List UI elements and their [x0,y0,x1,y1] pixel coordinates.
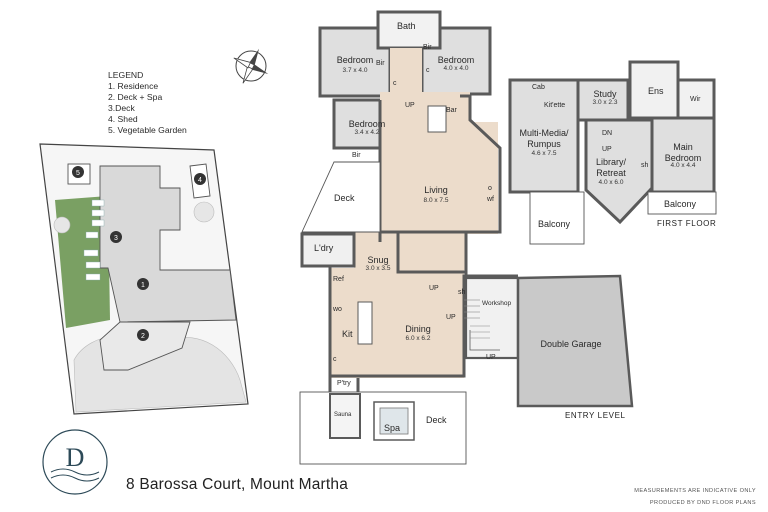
room-bedroom-3: Bedroom [348,119,386,129]
room-spa: Spa [384,423,401,433]
legend: LEGEND 1. Residence 2. Deck + Spa 3.Deck… [108,70,187,136]
label-cab: Cab [532,84,545,91]
stair-lines [464,299,490,339]
label-up: UP [446,314,456,321]
room-bedroom-2: Bedroom [437,55,475,65]
first-floor [508,60,716,225]
site-marker-2: 2 [141,333,145,340]
level-first-floor: FIRST FLOOR [657,219,717,228]
room-laundry: L'dry [314,243,334,253]
label-o: o [488,185,492,192]
room-bedroom-1-dim: 3.7 x 4.0 [342,67,368,74]
logo-icon: D [42,429,108,495]
label-c: c [333,356,337,363]
room-snug-dim: 3.0 x 3.5 [365,265,391,272]
compass-icon [233,48,269,84]
upper-wing [318,10,492,150]
legend-item: 5. Vegetable Garden [108,125,187,135]
room-bedroom-2-dim: 4.0 x 4.0 [443,65,469,72]
label-c: c [393,80,397,87]
label-bar: Bar [446,107,457,114]
label-wf: wf [487,196,494,203]
room-living: Living [424,185,448,195]
room-snug: Snug [367,255,389,265]
room-bedroom-3-dim: 3.4 x 4.2 [354,129,380,136]
label-wir: Wir [690,96,701,103]
label-wo: wo [333,306,342,313]
legend-item: 3.Deck [108,103,135,113]
room-sauna: Sauna [334,412,352,418]
residence-footprint [99,165,237,323]
room-living-dim: 8.0 x 7.5 [423,197,449,204]
room-study: Study [593,89,617,99]
room-workshop: Workshop [482,300,512,307]
room-double-garage: Double Garage [540,339,602,349]
room-dining-dim: 6.0 x 6.2 [405,335,431,342]
room-library-dim: 4.0 x 6.0 [598,179,624,186]
label-bir: Bir [376,60,385,67]
double-garage-floor [516,274,634,408]
site-plan: 1 2 3 4 5 [39,143,249,415]
label-dn: DN [602,130,613,137]
tree-icon [193,201,215,223]
label-ref: Ref [333,276,344,283]
room-balcony-2: Balcony [664,199,697,209]
site-marker-5: 5 [76,170,80,177]
timber-floors [330,48,498,378]
tree-icon [53,216,71,234]
upper-deck [301,161,381,233]
balcony-1 [529,191,585,245]
site-marker-3: 3 [114,235,118,242]
label-up: UP [429,285,439,292]
room-bedroom-1: Bedroom [336,55,374,65]
label-bir: Bir [352,152,361,159]
producer-note: PRODUCED BY DND FLOOR PLANS [649,500,756,506]
room-deck-lower: Deck [426,415,447,425]
site-marker-1: 1 [141,282,145,289]
room-multi-media-dim: 4.6 x 7.5 [531,150,557,157]
legend-item: 2. Deck + Spa [108,92,163,102]
label-sh: sh [458,289,466,296]
label-kitette: Kit'ette [544,102,566,109]
deck-spa-footprint [99,321,191,371]
room-library: Library/ Retreat [595,157,626,178]
logo-letter: D [66,443,85,472]
room-deck-upper: Deck [334,193,355,203]
measurement-note: MEASUREMENTS ARE INDICATIVE ONLY [634,488,756,494]
legend-item: 1. Residence [108,81,159,91]
property-address: 8 Barossa Court, Mount Martha [126,476,349,493]
room-main-bedroom-dim: 4.0 x 4.4 [670,162,696,169]
room-balcony-1: Balcony [538,219,571,229]
label-up: UP [405,102,415,109]
room-bath: Bath [397,21,416,31]
room-kit: Kit [342,329,353,339]
legend-item: 4. Shed [108,114,138,124]
label-up: UP [486,354,496,361]
balcony-2 [647,191,717,215]
room-study-dim: 3.0 x 2.3 [592,99,618,106]
room-dining: Dining [405,324,431,334]
room-multi-media: Multi-Media/ Rumpus [519,128,569,149]
room-main-bedroom: Main Bedroom [664,142,702,163]
label-ptry: P'try [337,380,351,387]
level-entry: ENTRY LEVEL [565,411,626,420]
room-ens: Ens [648,86,664,96]
label-bir: Bir [423,44,432,51]
site-marker-4: 4 [198,177,202,184]
label-c: c [426,67,430,74]
legend-title: LEGEND [108,70,144,80]
label-sh: sh [641,162,649,169]
sauna [329,393,361,439]
label-up: UP [602,146,612,153]
lower-block-walls [300,232,518,396]
